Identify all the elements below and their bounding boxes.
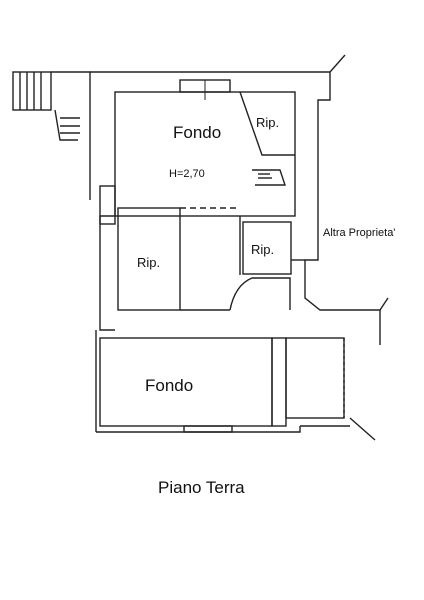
room-annex-outline [285, 337, 345, 419]
room-fondo-top-outline [114, 91, 296, 217]
room-label-fondo-top: Fondo [173, 123, 222, 142]
room-label-rip-top-right: Rip. [256, 115, 280, 130]
room-rip-center-outline [242, 221, 292, 275]
exterior-stair-block [12, 71, 52, 111]
neighbor-property-label: Altra Proprieta' [323, 227, 396, 239]
ceiling-height-note: H=2,70 [169, 168, 205, 180]
room-label-rip-center: Rip. [251, 242, 275, 257]
room-rip-left-outline [117, 207, 181, 311]
room-label-rip-left: Rip. [137, 255, 161, 270]
floor-title: Piano Terra [158, 478, 245, 497]
top-boundary-wall [90, 54, 346, 73]
room-label-fondo-bottom: Fondo [145, 376, 194, 395]
